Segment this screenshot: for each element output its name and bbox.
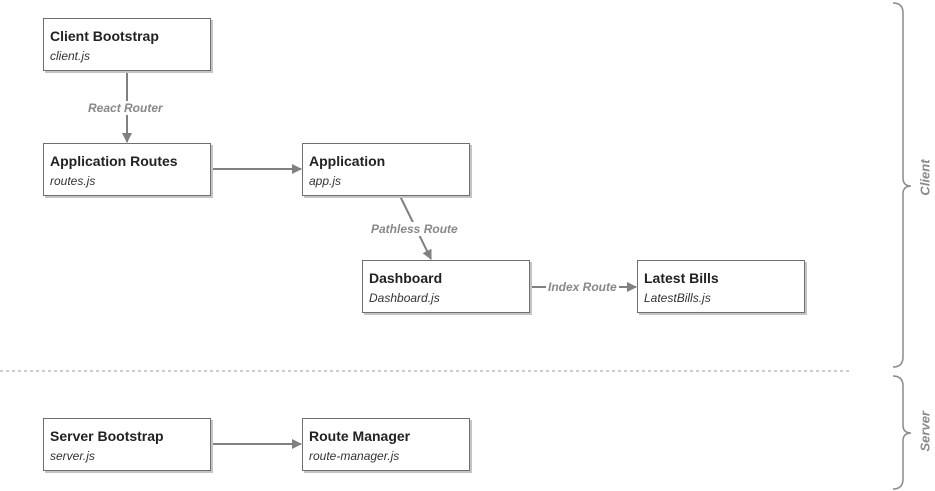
node-client-bootstrap[interactable]: Client Bootstrap client.js: [43, 18, 211, 71]
node-file: app.js: [309, 174, 342, 188]
node-title: Application: [309, 153, 386, 169]
node-title: Client Bootstrap: [50, 28, 159, 44]
node-file: server.js: [50, 449, 95, 463]
index-route-label: Index Route: [546, 280, 619, 294]
server-section-label: Server: [917, 411, 933, 452]
node-file: LatestBills.js: [644, 291, 711, 305]
node-application[interactable]: Application app.js: [302, 143, 470, 196]
react-router-label: React Router: [86, 101, 165, 115]
node-file: Dashboard.js: [369, 291, 440, 305]
node-title: Latest Bills: [644, 270, 719, 286]
node-dashboard[interactable]: Dashboard Dashboard.js: [362, 260, 530, 313]
node-latest-bills[interactable]: Latest Bills LatestBills.js: [637, 260, 805, 313]
node-title: Server Bootstrap: [50, 428, 164, 444]
client-section-label: Client: [917, 159, 933, 196]
pathless-route-label: Pathless Route: [369, 222, 460, 236]
node-route-manager[interactable]: Route Manager route-manager.js: [302, 418, 470, 471]
node-file: routes.js: [50, 174, 96, 188]
node-title: Application Routes: [50, 153, 178, 169]
node-file: client.js: [50, 49, 91, 63]
node-title: Route Manager: [309, 428, 411, 444]
server-brace: [892, 375, 912, 490]
node-server-bootstrap[interactable]: Server Bootstrap server.js: [43, 418, 211, 471]
client-brace: [892, 2, 912, 368]
node-file: route-manager.js: [309, 449, 400, 463]
node-title: Dashboard: [369, 270, 443, 286]
node-application-routes[interactable]: Application Routes routes.js: [43, 143, 211, 196]
